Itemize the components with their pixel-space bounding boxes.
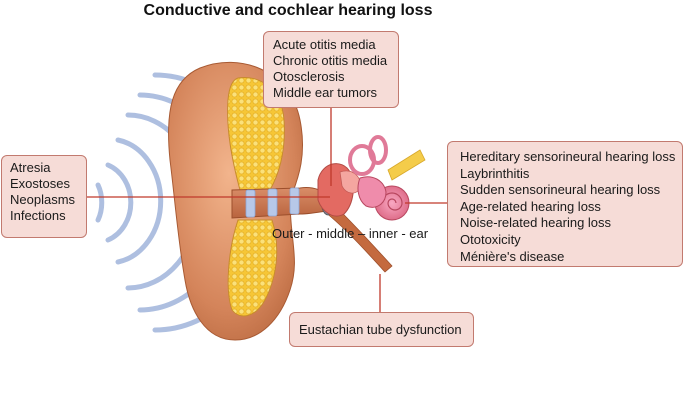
list-item: Otosclerosis — [273, 69, 389, 85]
list-item: Acute otitis media — [273, 37, 389, 53]
list-item: Ménière's disease — [460, 249, 670, 266]
ear-region-caption: Outer - middle – inner - ear — [272, 226, 428, 241]
list-item: Exostoses — [10, 176, 78, 192]
vestibular-nerve — [388, 150, 425, 180]
list-item: Atresia — [10, 160, 78, 176]
list-item: Neoplasms — [10, 192, 78, 208]
list-item: Ototoxicity — [460, 232, 670, 249]
list-item: Laybrinthitis — [460, 166, 670, 183]
sound-wave-arc — [118, 140, 161, 262]
vestibule — [358, 177, 386, 207]
list-item: Middle ear tumors — [273, 85, 389, 101]
sound-wave-arc — [98, 185, 102, 220]
middle-ear-causes-box: Acute otitis media Chronic otitis media … — [263, 31, 399, 108]
sound-wave-arc — [108, 165, 131, 240]
list-item: Noise-related hearing loss — [460, 215, 670, 232]
list-item: Hereditary sensorineural hearing loss — [460, 149, 670, 166]
semicircular-canals — [350, 137, 386, 174]
inner-ear-causes-box: Hereditary sensorineural hearing loss La… — [447, 141, 683, 267]
list-item: Chronic otitis media — [273, 53, 389, 69]
outer-ear-causes-box: Atresia Exostoses Neoplasms Infections — [1, 155, 87, 238]
eustachian-tube-box: Eustachian tube dysfunction — [289, 312, 474, 347]
canal-rings — [246, 188, 299, 217]
list-item: Infections — [10, 208, 78, 224]
list-item: Sudden sensorineural hearing loss — [460, 182, 670, 199]
list-item: Eustachian tube dysfunction — [299, 313, 464, 346]
list-item: Age-related hearing loss — [460, 199, 670, 216]
